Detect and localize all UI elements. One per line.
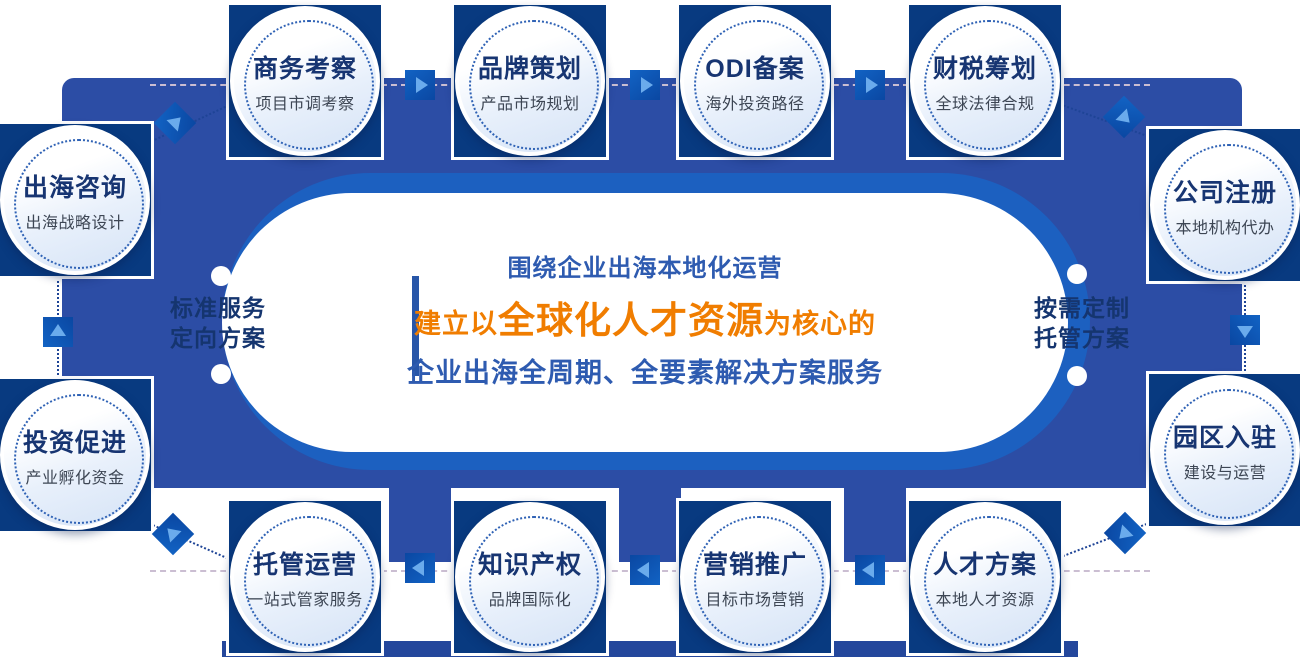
center-stadium <box>222 193 1068 452</box>
left-side-label-line2: 定向方案 <box>170 325 266 351</box>
node-title: 园区入驻 <box>1172 423 1277 452</box>
node-dotted-ring <box>14 394 144 524</box>
node-subtitle: 本地机构代办 <box>1175 219 1275 237</box>
connector-dot <box>211 266 231 286</box>
node-circle: 知识产权 品牌国际化 <box>455 502 605 652</box>
node-circle: ODI备案 海外投资路径 <box>680 6 830 156</box>
center-accent-bar <box>412 276 419 376</box>
flow-arrow-icon <box>151 512 195 556</box>
service-node-zhishi-chanquan: 知识产权 品牌国际化 <box>451 498 609 656</box>
center-line-2-prefix: 建立以 <box>414 309 498 339</box>
node-subtitle: 品牌国际化 <box>488 591 572 609</box>
node-circle: 园区入驻 建设与运营 <box>1150 375 1300 525</box>
flow-arrow-icon <box>1230 315 1260 345</box>
center-line-2: 建立以全球化人才资源为核心的 <box>262 290 1028 344</box>
node-dotted-ring <box>1164 389 1294 519</box>
ring-tab <box>389 480 451 562</box>
service-node-rencai-fangan: 人才方案 本地人才资源 <box>906 498 1064 656</box>
node-subtitle: 本地人才资源 <box>935 591 1035 609</box>
service-node-yingxiao-tuiguang: 营销推广 目标市场营销 <box>676 498 834 656</box>
node-circle: 商务考察 项目市调考察 <box>230 6 380 156</box>
node-subtitle: 一站式管家服务 <box>247 591 363 609</box>
node-title: 财税筹划 <box>932 54 1037 83</box>
ring-tab <box>844 480 906 562</box>
node-dotted-ring <box>469 516 599 646</box>
flow-arrow-icon <box>405 553 435 583</box>
connector-dot <box>1067 264 1087 284</box>
node-circle: 品牌策划 产品市场规划 <box>455 6 605 156</box>
flow-arrow-icon <box>630 70 660 100</box>
center-line-1: 围绕企业出海本地化运营 <box>507 255 783 282</box>
node-title: 投资促进 <box>22 428 127 457</box>
node-subtitle: 全球法律合规 <box>935 95 1035 113</box>
service-node-tuoguan-yunying: 托管运营 一站式管家服务 <box>226 498 384 656</box>
service-node-shangwu-kaocha: 商务考察 项目市调考察 <box>226 2 384 160</box>
node-subtitle: 建设与运营 <box>1183 464 1267 482</box>
node-circle: 投资促进 产业孵化资金 <box>0 380 150 530</box>
node-circle: 公司注册 本地机构代办 <box>1150 130 1300 280</box>
center-line-2-highlight: 全球化人才资源 <box>498 300 764 341</box>
node-title: 知识产权 <box>477 550 582 579</box>
connector-dot <box>1067 366 1087 386</box>
node-circle: 人才方案 本地人才资源 <box>910 502 1060 652</box>
node-title: 商务考察 <box>252 54 357 83</box>
node-subtitle: 出海战略设计 <box>25 214 125 232</box>
right-side-label-line1: 按需定制 <box>1034 295 1130 321</box>
flow-arrow-icon <box>855 555 885 585</box>
center-line-3: 企业出海全周期、全要素解决方案服务 <box>407 358 883 388</box>
flow-arrow-icon <box>630 555 660 585</box>
service-node-odi-beian: ODI备案 海外投资路径 <box>676 2 834 160</box>
right-side-label-line2: 托管方案 <box>1034 325 1130 351</box>
node-dotted-ring <box>1164 144 1294 274</box>
node-subtitle: 产业孵化资金 <box>25 469 125 487</box>
node-title: 营销推广 <box>702 550 807 579</box>
node-subtitle: 产品市场规划 <box>480 95 580 113</box>
node-title: 品牌策划 <box>477 54 582 83</box>
service-node-caishui-chouhua: 财税筹划 全球法律合规 <box>906 2 1064 160</box>
center-line-2-suffix: 为核心的 <box>764 309 876 339</box>
flow-arrow-icon <box>1103 511 1147 555</box>
node-subtitle: 项目市调考察 <box>255 95 355 113</box>
bottom-connector-bar <box>222 641 1078 657</box>
flow-arrow-icon <box>43 317 73 347</box>
node-dotted-ring <box>14 139 144 269</box>
node-circle: 财税筹划 全球法律合规 <box>910 6 1060 156</box>
service-node-touzi-cujin: 投资促进 产业孵化资金 <box>0 376 154 534</box>
service-node-yuanqu-ruzhu: 园区入驻 建设与运营 <box>1146 371 1300 529</box>
flow-arrow-icon <box>855 70 885 100</box>
node-dotted-ring <box>469 20 599 150</box>
connector-dot <box>211 364 231 384</box>
right-side-label: 按需定制 托管方案 <box>1034 293 1130 353</box>
node-title: 人才方案 <box>932 550 1037 579</box>
service-node-chuhai-zixun: 出海咨询 出海战略设计 <box>0 121 154 279</box>
node-subtitle: 目标市场营销 <box>705 591 805 609</box>
node-dotted-ring <box>924 516 1054 646</box>
node-dotted-ring <box>694 516 824 646</box>
node-title: 托管运营 <box>252 550 357 579</box>
node-circle: 营销推广 目标市场营销 <box>680 502 830 652</box>
node-dotted-ring <box>244 20 374 150</box>
left-side-label: 标准服务 定向方案 <box>170 293 266 353</box>
node-title: 公司注册 <box>1172 178 1277 207</box>
node-title: 出海咨询 <box>22 173 127 202</box>
center-copy: 围绕企业出海本地化运营 建立以全球化人才资源为核心的 企业出海全周期、全要素解决… <box>262 248 1028 390</box>
node-title: ODI备案 <box>705 54 805 83</box>
node-circle: 出海咨询 出海战略设计 <box>0 125 150 275</box>
left-side-label-line1: 标准服务 <box>170 295 266 321</box>
flow-arrow-icon <box>405 70 435 100</box>
node-subtitle: 海外投资路径 <box>705 95 805 113</box>
node-dotted-ring <box>924 20 1054 150</box>
ring-tab <box>619 480 681 562</box>
node-dotted-ring <box>694 20 824 150</box>
service-node-pinpai-cehua: 品牌策划 产品市场规划 <box>451 2 609 160</box>
node-dotted-ring <box>244 516 374 646</box>
service-node-gongsi-zhuce: 公司注册 本地机构代办 <box>1146 126 1300 284</box>
node-circle: 托管运营 一站式管家服务 <box>230 502 380 652</box>
